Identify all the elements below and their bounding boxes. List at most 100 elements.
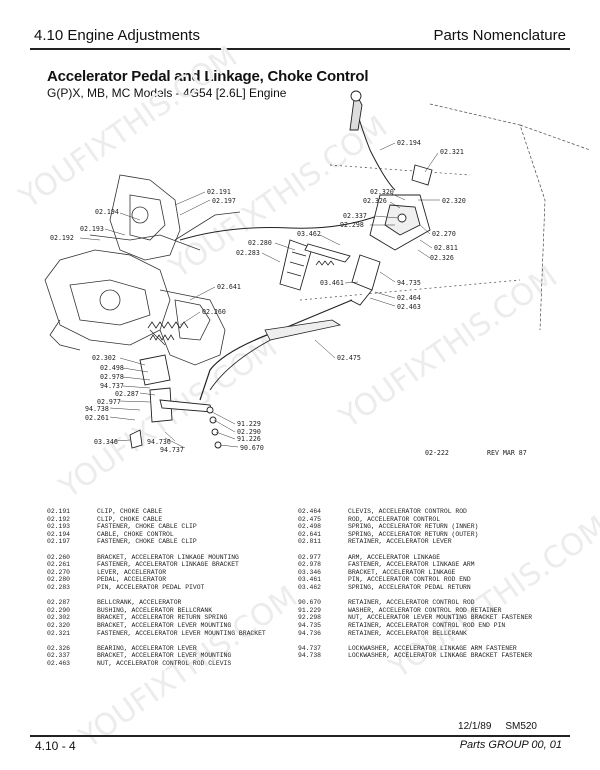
section-title: 4.10 Engine Adjustments bbox=[34, 27, 200, 44]
callout: 02.811 bbox=[434, 244, 458, 252]
part-description: SPRING, ACCELERATOR RETURN (OUTER) bbox=[348, 530, 479, 538]
callout: 91.226 bbox=[237, 435, 261, 443]
part-description: CLIP, CHOKE CABLE bbox=[97, 508, 163, 515]
page-subtitle: G(P)X, MB, MC Models - 4G54 [2.6L] Engin… bbox=[47, 86, 287, 100]
revision-label: REV MAR 87 bbox=[487, 449, 527, 457]
part-number: 02.197 bbox=[47, 538, 71, 546]
callout: 90.670 bbox=[240, 444, 264, 452]
document-number: SM520 bbox=[505, 721, 537, 732]
callout: 02.320 bbox=[442, 197, 466, 205]
part-description: CLIP, CHOKE CABLE bbox=[97, 515, 163, 523]
callout: 02.475 bbox=[337, 354, 361, 362]
part-description: LOCKWASHER, ACCELERATOR LINKAGE ARM FAST… bbox=[348, 644, 517, 652]
part-row: 90.670 RETAINER, ACCELERATOR CONTROL ROD bbox=[298, 599, 532, 607]
callout: 02.326 bbox=[430, 254, 454, 262]
part-description: RETAINER, ACCELERATOR CONTROL ROD END PI… bbox=[348, 621, 506, 629]
part-description: FASTENER, ACCELERATOR LINKAGE ARM bbox=[348, 561, 475, 569]
callout: 02.337 bbox=[343, 212, 367, 220]
callout: 94.737 bbox=[160, 446, 184, 454]
callout: 91.229 bbox=[237, 420, 261, 428]
part-description: FASTENER, ACCELERATOR LINKAGE BRACKET bbox=[97, 561, 239, 569]
part-number: 02.321 bbox=[47, 629, 71, 637]
callout: 02.194 bbox=[95, 208, 119, 216]
part-description: BRACKET, ACCELERATOR LEVER MOUNTING bbox=[97, 652, 232, 660]
callout: 02.320 bbox=[370, 188, 394, 196]
part-number: 94.738 bbox=[298, 652, 322, 660]
part-description: ARM, ACCELERATOR LINKAGE bbox=[348, 553, 441, 561]
part-number: 02.290 bbox=[47, 606, 71, 614]
part-description: PIN, ACCELERATOR PEDAL PIVOT bbox=[97, 583, 205, 591]
callout: 03.462 bbox=[297, 230, 321, 238]
callout: 02.260 bbox=[202, 308, 226, 316]
part-description: BUSHING, ACCELERATOR BELLCRANK bbox=[97, 606, 213, 614]
callout: 02.197 bbox=[212, 197, 236, 205]
part-number: 02.326 bbox=[47, 644, 71, 652]
callout: 02.191 bbox=[207, 188, 231, 196]
callout: 92.298 bbox=[340, 221, 364, 229]
part-number: 90.670 bbox=[298, 599, 322, 607]
part-number: 02.270 bbox=[47, 568, 71, 576]
callout: 94.736 bbox=[147, 438, 171, 446]
callout: 02.287 bbox=[115, 390, 139, 398]
part-description: SPRING, ACCELERATOR PEDAL RETURN bbox=[348, 583, 471, 591]
part-description: ROD, ACCELERATOR CONTROL bbox=[348, 515, 441, 523]
part-description: BRACKET, ACCELERATOR RETURN SPRING bbox=[97, 614, 228, 622]
part-description: CLEVIS, ACCELERATOR CONTROL ROD bbox=[348, 508, 467, 515]
parts-group: Parts GROUP 00, 01 bbox=[459, 739, 562, 751]
callout: 02.261 bbox=[85, 414, 109, 422]
part-description: BRACKET, ACCELERATOR LINKAGE MOUNTING bbox=[97, 553, 239, 561]
part-number: 02.464 bbox=[298, 508, 322, 515]
part-number: 02.261 bbox=[47, 561, 71, 569]
revision-date: 12/1/89 bbox=[458, 721, 492, 732]
part-description: RETAINER, ACCELERATOR CONTROL ROD bbox=[348, 599, 475, 607]
callout: 03.346 bbox=[94, 438, 118, 446]
part-description: LOCKWASHER, ACCELERATOR LINKAGE BRACKET … bbox=[348, 652, 533, 660]
part-number: 02.475 bbox=[298, 515, 322, 523]
part-number: 02.320 bbox=[47, 621, 71, 629]
figure-code: 02-222 bbox=[425, 449, 449, 457]
part-description: FASTENER, CHOKE CABLE CLIP bbox=[97, 538, 197, 546]
page-number: 4.10 - 4 bbox=[35, 739, 76, 753]
footer-rule bbox=[30, 735, 570, 737]
callout: 02.270 bbox=[432, 230, 456, 238]
part-description: SPRING, ACCELERATOR RETURN (INNER) bbox=[348, 523, 479, 531]
callout: 94.735 bbox=[397, 279, 421, 287]
callout: 02.463 bbox=[397, 303, 421, 311]
callout: 02.302 bbox=[92, 354, 116, 362]
exploded-parts-diagram: 02.194 02.321 02.320 02.326 02.320 02.33… bbox=[44, 90, 591, 457]
part-row: 02.475 ROD, ACCELERATOR CONTROL bbox=[298, 516, 532, 524]
part-description: NUT, ACCELERATOR CONTROL ROD CLEVIS bbox=[97, 659, 232, 667]
part-description: PEDAL, ACCELERATOR bbox=[97, 576, 167, 584]
callout: 02.290 bbox=[237, 428, 261, 436]
part-number: 94.736 bbox=[298, 629, 322, 637]
part-number: 02.287 bbox=[47, 599, 71, 607]
callout: 02.194 bbox=[397, 139, 421, 147]
